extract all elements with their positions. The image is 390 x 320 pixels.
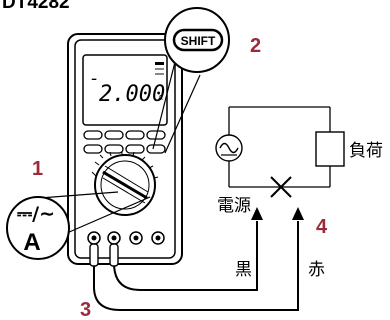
load-box [315,131,345,167]
input-terminals [87,231,165,245]
meter-button[interactable] [83,130,103,140]
red-plug [89,243,99,267]
meter-button[interactable] [104,130,124,140]
ac-source [215,134,243,162]
shift-callout-line [164,74,201,154]
model-label: DT4282 [2,0,70,13]
lcd-minus: - [89,68,100,89]
multimeter: - 2.000 A [67,33,183,265]
black-lead-label: 黒 [235,260,252,279]
red-lead-label: 赤 [308,260,325,279]
meter-button[interactable] [125,130,145,140]
meter-button[interactable] [83,144,103,154]
test-leads [89,207,304,311]
dial-callout-line [59,196,151,237]
break-mark-icon [270,176,292,198]
step-number-4: 4 [316,216,328,238]
source-label: 電源 [217,196,251,215]
shift-button[interactable] [146,144,166,154]
shift-key-zoomed [172,28,224,52]
load-label: 負荷 [349,141,383,160]
function-zoom-callout: ⎓/∼ A [6,196,70,260]
step-number-1: 1 [32,158,43,180]
black-plug [109,243,119,267]
function-symbol: ⎓/∼ [17,203,55,225]
shift-zoom-callout: SHIFT [164,7,230,73]
step-number-3: 3 [80,299,91,320]
dial-callout-line [39,191,119,199]
circuit [215,106,345,198]
meter-button[interactable] [125,144,145,154]
lcd-unit: A [158,95,163,102]
meter-button[interactable] [104,144,124,154]
red-lead [93,221,299,311]
function-letter: A [23,229,40,256]
meter-buttons [83,130,166,154]
black-probe-arrow-icon [251,207,263,220]
red-probe-arrow-icon [292,207,304,220]
lcd-reading: 2.000 [99,82,165,107]
shift-key-label: SHIFT [181,34,216,48]
step-number-2: 2 [250,35,261,57]
rotary-dial[interactable] [91,151,159,216]
lcd-display: - 2.000 A [82,54,168,126]
shift-callout-line [152,61,176,150]
